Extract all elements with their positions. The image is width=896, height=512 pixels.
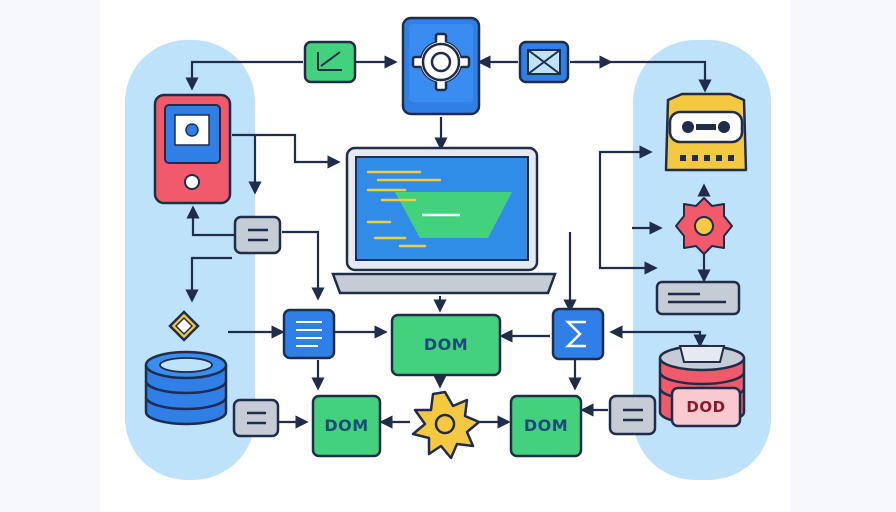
document-icon[interactable] <box>282 308 336 360</box>
laptop-icon[interactable] <box>331 146 557 295</box>
gear-icon-box[interactable] <box>401 16 481 116</box>
gear-icon <box>411 32 471 92</box>
database-icon-right[interactable] <box>658 344 746 428</box>
dom-right-label: DOM <box>523 416 569 435</box>
sun-gear-icon[interactable] <box>411 390 481 460</box>
connectors <box>185 55 712 429</box>
list-box-right-bottom[interactable] <box>608 394 657 436</box>
chart-icon-box[interactable] <box>303 40 357 84</box>
list-box-left-top[interactable] <box>233 215 282 255</box>
gear-icon-right[interactable] <box>675 197 733 255</box>
dom-center-label: DOM <box>423 335 469 354</box>
background-right <box>791 0 896 512</box>
list-box-left-bottom[interactable] <box>232 398 280 438</box>
dom-node-left[interactable] <box>311 394 382 458</box>
robot-icon[interactable] <box>664 92 748 172</box>
dod-label: DOD <box>686 398 726 416</box>
sigma-icon[interactable] <box>551 307 605 361</box>
background-left <box>0 0 100 512</box>
mail-icon-box[interactable] <box>518 40 570 84</box>
phone-icon[interactable] <box>153 93 232 205</box>
database-icon-left[interactable] <box>144 350 228 426</box>
dom-node-center[interactable] <box>390 313 502 377</box>
dom-node-right[interactable] <box>509 394 583 458</box>
card-box-right[interactable] <box>655 280 741 316</box>
diamond-icon[interactable] <box>168 310 200 342</box>
dom-left-label: DOM <box>324 416 369 435</box>
